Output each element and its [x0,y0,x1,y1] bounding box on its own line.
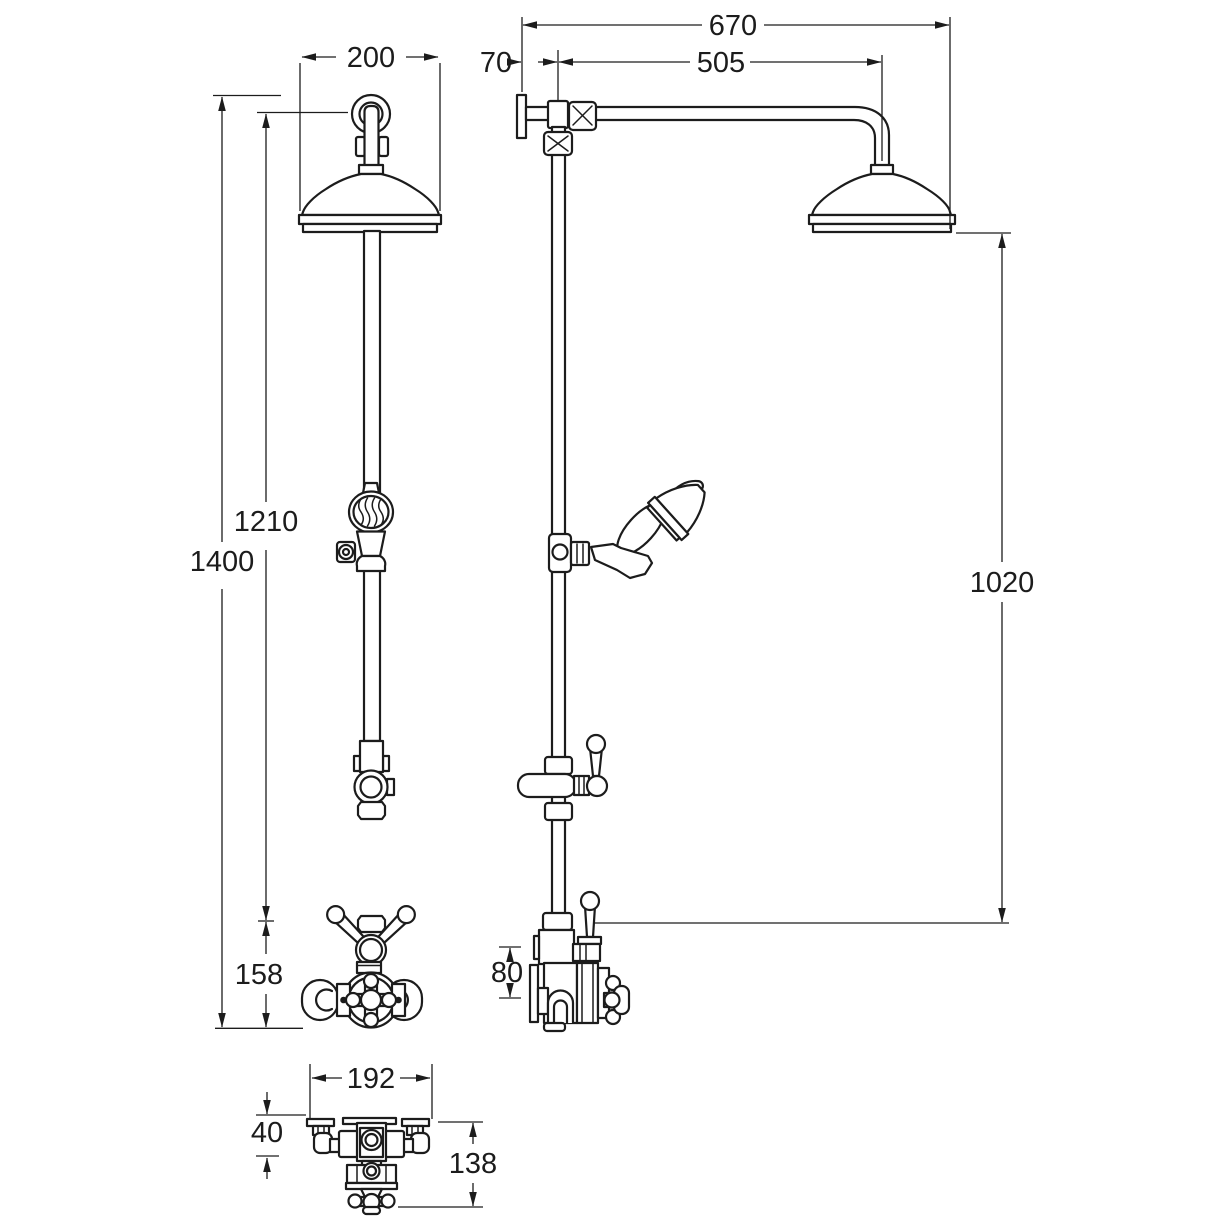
bracket-nut [569,540,591,567]
arm-tee [546,99,570,130]
dimension-head-to-valve: 1020 [594,232,1035,924]
rain-head-front [297,172,443,234]
head-collar [357,163,385,176]
valve-outlet [542,1021,567,1033]
dim-label-505: 505 [697,47,745,79]
thermostatic-valve-side [528,890,631,1033]
diverter-side [516,733,609,822]
riser-union-nut [542,130,574,157]
wall-union-left [300,978,340,1022]
dimension-body-width: 192 [309,1063,433,1119]
hand-shower-side [547,479,706,580]
wall-plate-side [515,93,528,140]
dimension-hook-to-valve: 1210 [234,111,348,921]
dimension-arm-reach: 505 [558,47,883,161]
rain-head-side [807,163,957,234]
spray-wave [358,498,364,526]
front-view: 200 1400 1210 158 [190,42,443,1029]
dimension-valve-to-base: 158 [235,920,283,1028]
spray-wave [371,497,378,527]
dim-label-670: 670 [709,10,757,42]
side-view: 670 505 70 1020 80 [480,10,1035,1033]
hook-ring-front [350,93,392,176]
inlet-elbow-side [546,989,575,1023]
valve-top-nut [356,914,387,934]
spray-wave [364,497,371,527]
union-hex-nut [356,800,387,821]
thermostatic-valve-front [300,905,424,1029]
arm-nut-tab [377,135,390,158]
cross-lever-left [326,905,368,947]
dimension-head-width: 200 [299,42,441,211]
diverter-lever-ball [585,733,607,755]
dim-label-1020: 1020 [970,567,1035,599]
dimension-inlet-depth: 40 [251,1092,306,1179]
diverter-union-front [352,739,396,821]
plan-view: 192 40 138 [251,1063,497,1216]
dim-label-1210: 1210 [234,506,299,538]
dim-label-158: 158 [235,959,283,991]
dimension-overall-depth: 138 [398,1121,497,1208]
dim-label-1400: 1400 [190,546,255,578]
dim-label-200: 200 [347,42,395,74]
valve-plan [305,1116,431,1216]
wall-plate-valve [528,963,540,1024]
dimension-valve-offset: 80 [491,946,523,999]
handset-cradle [589,542,654,580]
dimension-overall-height: 1400 [190,94,281,1028]
dim-label-70: 70 [480,47,512,79]
dimension-wall-offset: 70 [480,47,559,100]
handset-head-side [646,483,706,542]
valve-lever-ball [579,890,601,912]
dim-label-40: 40 [251,1117,283,1149]
spray-wave [378,498,384,526]
arm-union-nut [567,100,598,132]
diverter-body-side [516,772,578,799]
dim-label-80: 80 [491,957,523,989]
handset-grip-front [355,530,387,558]
hand-shower-front [335,481,395,573]
dim-label-192: 192 [347,1063,395,1095]
head-arm-pipe [363,104,380,169]
dim-label-138: 138 [449,1148,497,1180]
dimension-overall-projection: 670 [521,10,951,229]
